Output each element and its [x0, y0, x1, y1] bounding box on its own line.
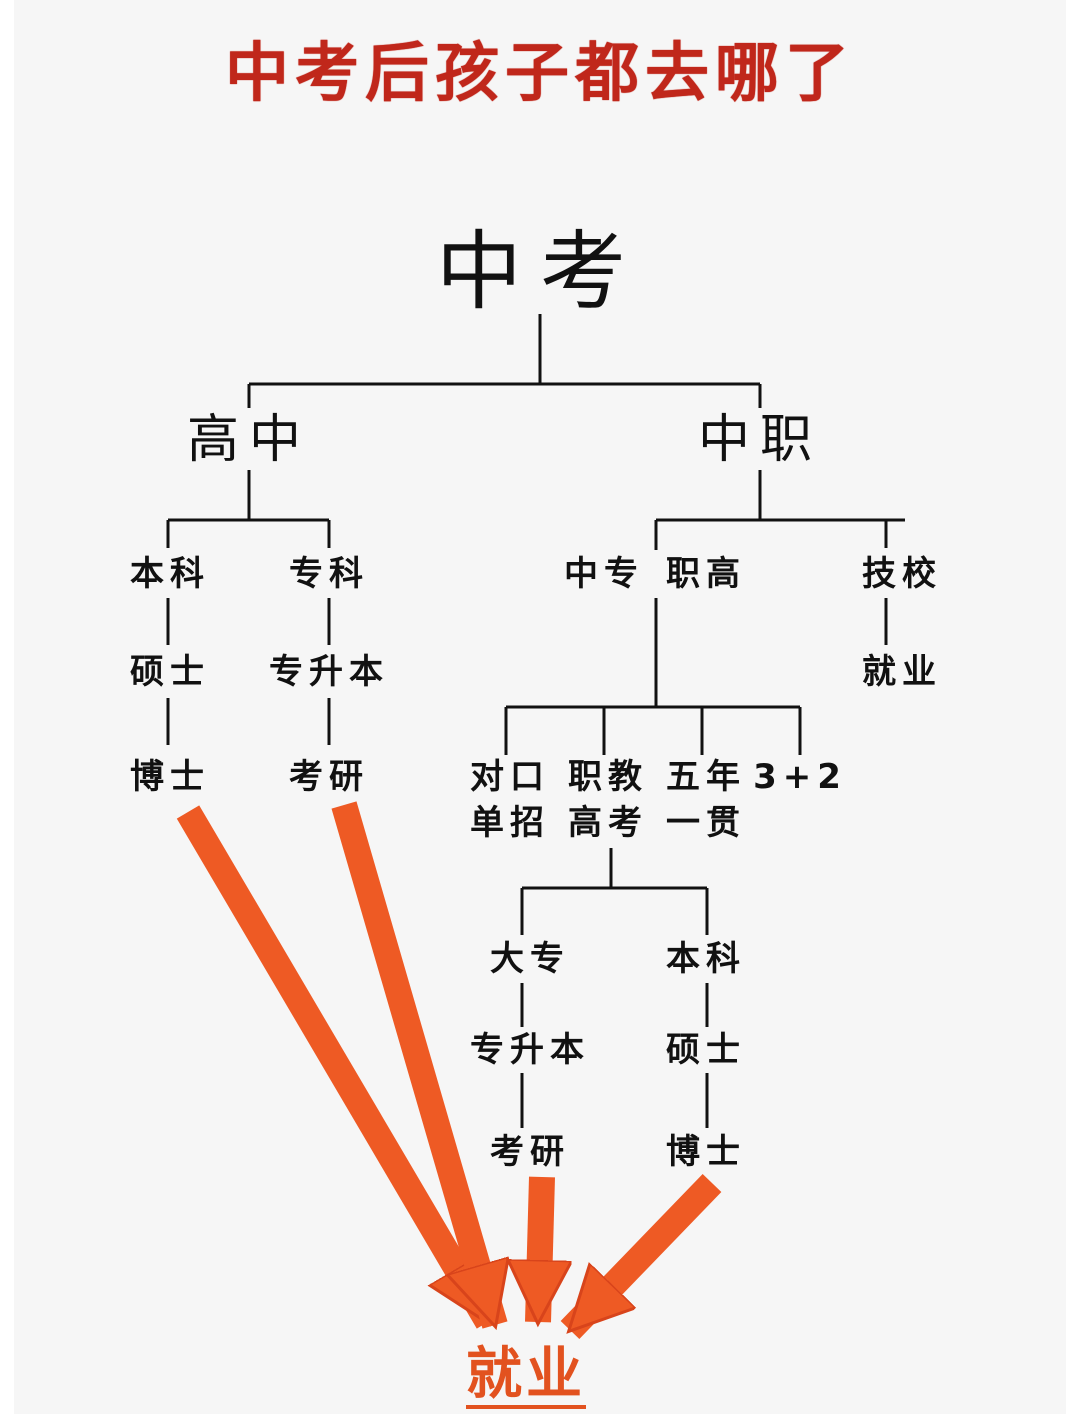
node-secondary-specialized: 中专 — [564, 554, 644, 594]
node-route-vocational-exam: 职教 高考 — [568, 754, 648, 846]
node-voc-postgrad-exam: 考研 — [490, 1132, 570, 1172]
node-hs-undergrad: 本科 — [130, 554, 210, 594]
node-hs-upgrade: 专升本 — [269, 652, 389, 692]
arrow-vocational-phd-to-employment — [560, 1173, 722, 1340]
root-node-zhongkao: 中考 — [436, 222, 644, 322]
route-line1: 职教 — [568, 757, 648, 797]
arrow-vocational-postgrad-to-employment — [538, 1176, 542, 1322]
route-line2: 单招 — [470, 803, 550, 843]
node-voc-masters: 硕士 — [666, 1030, 746, 1070]
node-hs-junior-college: 专科 — [289, 554, 369, 594]
arrow-postgrad-exam-to-employment — [331, 801, 495, 1325]
arrow-phd-to-employment — [176, 805, 500, 1329]
node-route-five-year: 五年 一贯 — [666, 754, 746, 846]
arrows-to-employment — [176, 801, 722, 1340]
node-hs-phd: 博士 — [130, 757, 210, 797]
route-line1: 对口 — [470, 757, 550, 797]
node-route-targeted-enrollment: 对口 单招 — [470, 754, 550, 846]
node-hs-masters: 硕士 — [130, 652, 210, 692]
node-voc-junior-college: 大专 — [490, 939, 570, 979]
node-vocational: 中职 — [697, 410, 823, 470]
node-voc-upgrade: 专升本 — [470, 1030, 590, 1070]
node-technical-employment: 就业 — [862, 652, 942, 692]
route-line2: 高考 — [568, 803, 648, 843]
node-hs-postgrad-exam: 考研 — [289, 757, 369, 797]
node-high-school: 高中 — [186, 410, 312, 470]
page-title: 中考后孩子都去哪了 — [225, 37, 855, 111]
destination-employment: 就业 — [466, 1342, 586, 1409]
node-voc-phd: 博士 — [666, 1132, 746, 1172]
node-technical-school: 技校 — [862, 554, 942, 594]
tree-connectors — [166, 314, 905, 1128]
node-vocational-high: 职高 — [666, 554, 746, 594]
node-voc-undergrad: 本科 — [666, 939, 746, 979]
route-line1: 五年 — [666, 757, 746, 797]
route-line2: 一贯 — [666, 803, 746, 843]
node-route-3plus2: 3+2 — [753, 757, 847, 797]
